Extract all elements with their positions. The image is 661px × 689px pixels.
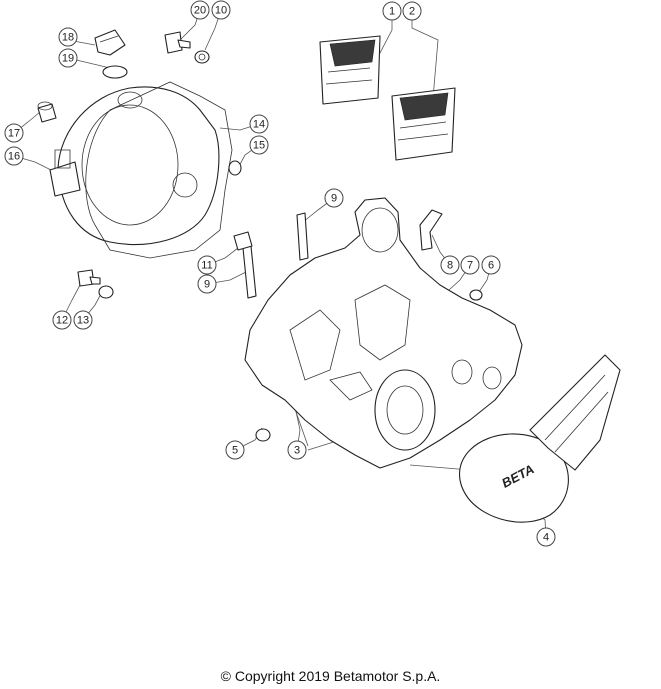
callout-circle xyxy=(4,123,24,143)
callout-number: 18 xyxy=(62,32,74,44)
callout-16: 16 xyxy=(4,146,24,166)
callout-14: 14 xyxy=(249,114,269,134)
callout-17: 17 xyxy=(4,123,24,143)
callout-13: 13 xyxy=(73,310,93,330)
bolt-20 xyxy=(164,31,191,54)
callout-7: 7 xyxy=(460,255,480,275)
callout-number: 15 xyxy=(253,140,265,152)
callout-3: 3 xyxy=(287,440,307,460)
reed-gasket-1 xyxy=(319,35,381,105)
callout-circle xyxy=(382,1,402,21)
callout-12: 12 xyxy=(52,310,72,330)
callout-circle xyxy=(481,255,501,275)
callout-number: 2 xyxy=(409,6,415,18)
callout-circle xyxy=(460,255,480,275)
callout-number: 11 xyxy=(201,260,212,272)
dowel-5 xyxy=(255,428,271,442)
callout-circle xyxy=(536,527,556,547)
callout-4: 4 xyxy=(536,527,556,547)
bushing-15 xyxy=(228,160,242,176)
callout-number: 8 xyxy=(447,260,453,272)
callout-circle xyxy=(225,440,245,460)
callout-number: 14 xyxy=(253,119,265,131)
dowel-6 xyxy=(469,289,483,301)
callout-circle xyxy=(249,114,269,134)
callout-number: 20 xyxy=(194,5,206,17)
callout-number: 19 xyxy=(62,53,74,65)
clutch-cover-gasket xyxy=(85,81,233,259)
bolt-12 xyxy=(77,269,101,287)
callout-number: 12 xyxy=(56,315,68,327)
callout-2: 2 xyxy=(402,1,422,21)
callout-circle xyxy=(287,440,307,460)
callout-11: 11 xyxy=(197,255,217,275)
callout-number: 6 xyxy=(488,260,494,272)
callout-10: 10 xyxy=(211,0,231,20)
callout-number: 9 xyxy=(331,193,337,205)
reed-gasket-2 xyxy=(391,87,456,161)
callout-circle xyxy=(58,48,78,68)
callout-circle xyxy=(73,310,93,330)
plug-17 xyxy=(37,101,57,123)
callout-circle xyxy=(324,188,344,208)
callout-circle xyxy=(58,27,78,47)
callout-number: 17 xyxy=(8,128,20,140)
callout-9: 9 xyxy=(197,274,217,294)
callout-circle xyxy=(190,0,210,20)
callout-circle xyxy=(402,1,422,21)
oil-filler-plug xyxy=(94,29,126,56)
copyright-notice: © Copyright 2019 Betamotor S.p.A. xyxy=(220,668,441,684)
callout-1: 1 xyxy=(382,1,402,21)
callout-15: 15 xyxy=(249,135,269,155)
callout-circle xyxy=(249,135,269,155)
callout-number: 7 xyxy=(467,260,473,272)
callout-circle xyxy=(52,310,72,330)
callout-5: 5 xyxy=(225,440,245,460)
callout-circle xyxy=(197,274,217,294)
washer-13 xyxy=(98,285,114,299)
callout-6: 6 xyxy=(481,255,501,275)
callout-circle xyxy=(440,255,460,275)
callout-18: 18 xyxy=(58,27,78,47)
callout-number: 5 xyxy=(232,445,238,457)
breather-elbow xyxy=(419,209,443,251)
callout-number: 9 xyxy=(204,279,210,291)
callout-circle xyxy=(197,255,217,275)
callout-20: 20 xyxy=(190,0,210,20)
callout-8: 8 xyxy=(440,255,460,275)
ignition-cover: BETA xyxy=(459,354,621,523)
washer-10 xyxy=(194,50,210,64)
callout-number: 4 xyxy=(543,532,549,544)
callout-19: 19 xyxy=(58,48,78,68)
crankcase xyxy=(244,197,523,469)
callout-number: 3 xyxy=(294,445,300,457)
clutch-cover xyxy=(49,86,220,245)
callout-circle xyxy=(4,146,24,166)
stud-9-lower xyxy=(242,245,257,299)
callout-9: 9 xyxy=(324,188,344,208)
nut-11 xyxy=(233,231,253,251)
callout-circle xyxy=(211,0,231,20)
callout-number: 10 xyxy=(215,5,227,17)
callout-number: 13 xyxy=(77,315,89,327)
o-ring-19 xyxy=(102,65,128,79)
callout-number: 16 xyxy=(8,151,20,163)
stud-9-upper xyxy=(296,212,309,261)
callout-number: 1 xyxy=(389,6,395,18)
